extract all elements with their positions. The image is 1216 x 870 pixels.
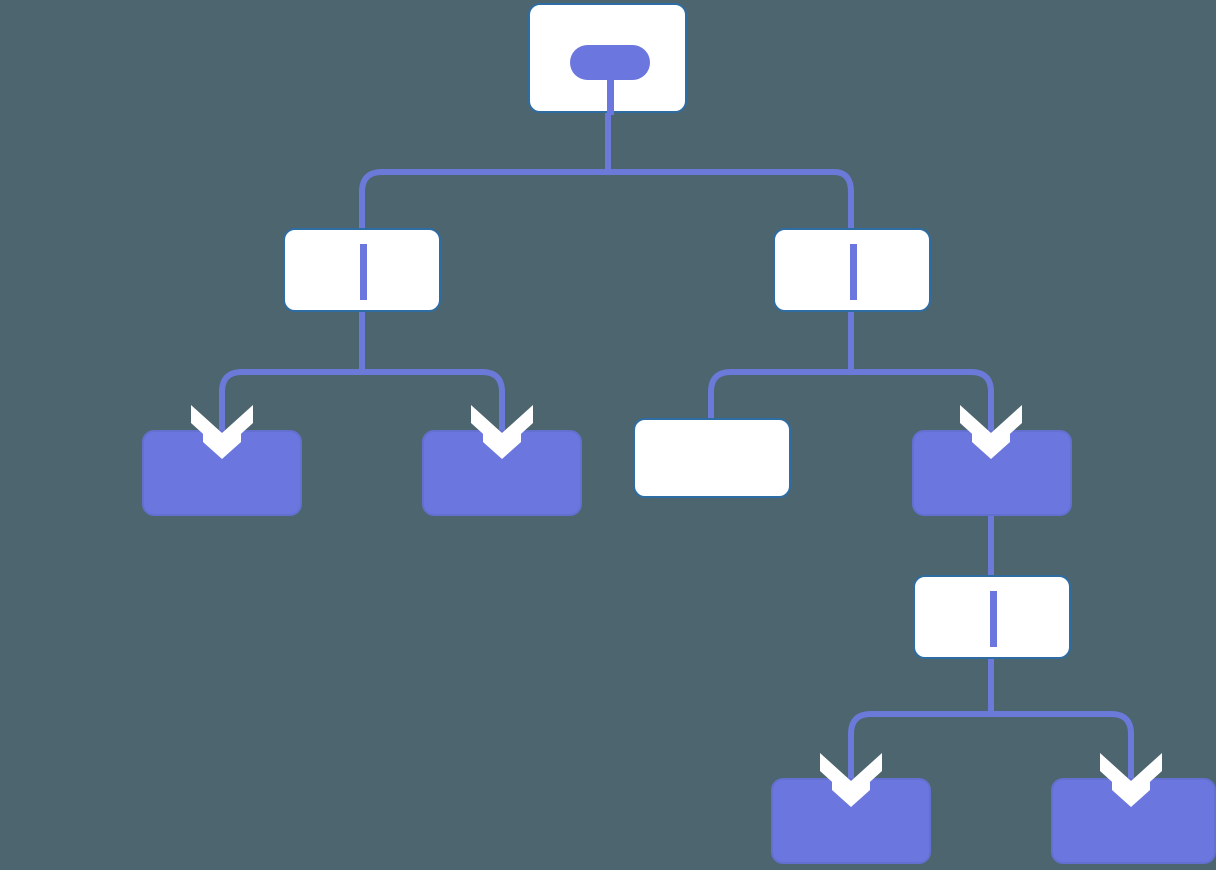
edge-level2left-split-bus (219, 369, 505, 432)
edge-root-to-level2-bus (359, 169, 854, 230)
level4-bar-glyph (990, 591, 997, 647)
level3-leaf-b[interactable] (422, 430, 582, 516)
root-node[interactable] (528, 3, 687, 115)
root-pill-glyph (570, 45, 650, 80)
level2-right-bar-glyph (850, 244, 857, 300)
level3-white-node-c[interactable] (633, 418, 791, 498)
level3-branch-node-d[interactable] (912, 430, 1072, 516)
level5-leaf-left[interactable] (771, 778, 931, 864)
level2-left-bar-glyph (360, 244, 367, 300)
level2-left-node[interactable] (283, 228, 441, 312)
level3-leaf-a[interactable] (142, 430, 302, 516)
edge-level4-split-bus (848, 711, 1134, 780)
level2-right-node[interactable] (773, 228, 931, 312)
root-stem-glyph (607, 80, 614, 115)
level5-leaf-right[interactable] (1051, 778, 1216, 864)
level4-white-node[interactable] (913, 575, 1071, 659)
edge-level2right-split-bus (708, 369, 994, 432)
